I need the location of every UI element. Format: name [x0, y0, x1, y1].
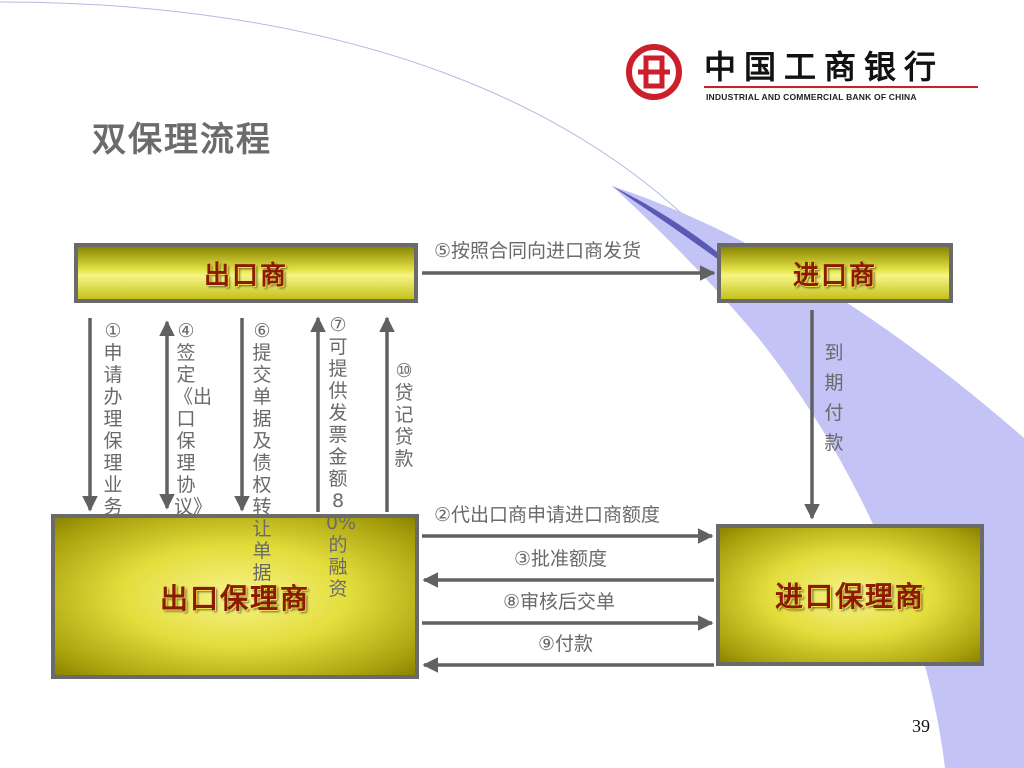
label-step6: ⑥提交单据及债权转让单据 [252, 320, 272, 584]
label-step4: ④签定《出口保理协议》 [174, 320, 213, 518]
importer-node: 进口商 [717, 243, 953, 303]
label-due-payment: 到期付款 [824, 342, 844, 454]
exporter-label: 出口商 [203, 260, 288, 291]
label-step2: ②代出口商申请进口商额度 [434, 504, 661, 526]
logo-name-cn: 中国工商银行 [704, 48, 945, 86]
export-factor-label: 出口保理商 [159, 581, 310, 615]
logo-name-en: INDUSTRIAL AND COMMERCIAL BANK OF CHINA [706, 92, 917, 102]
logo-rule [704, 86, 978, 88]
icbc-seal-icon [626, 44, 682, 100]
label-step5: ⑤按照合同向进口商发货 [434, 240, 642, 262]
label-step9: ⑨付款 [538, 633, 594, 655]
exporter-node: 出口商 [74, 243, 418, 303]
import-factor-node: 进口保理商 [716, 524, 984, 666]
label-step10: ⑩贷记贷款 [394, 360, 414, 470]
label-step3: ③批准额度 [514, 548, 608, 570]
page-title: 双保理流程 [92, 120, 272, 160]
importer-label: 进口商 [792, 260, 877, 291]
label-step8: ⑧审核后交单 [503, 591, 616, 613]
page-number: 39 [912, 716, 930, 736]
label-step1: ①申请办理保理业务 [103, 320, 123, 518]
import-factor-label: 进口保理商 [774, 580, 925, 613]
export-factor-node: 出口保理商 [51, 514, 419, 679]
label-step7: ⑦可提供发票金额80%的融资 [326, 314, 357, 600]
